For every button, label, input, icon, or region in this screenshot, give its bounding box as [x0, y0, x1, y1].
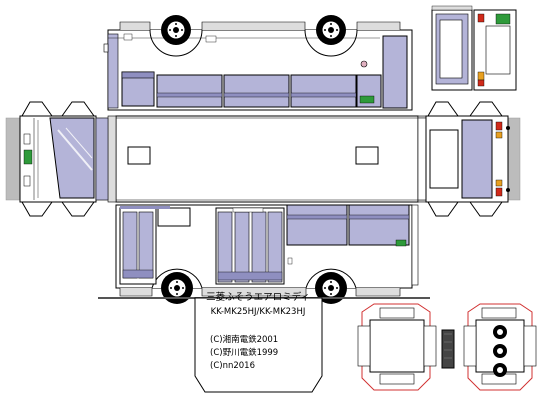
wheel-icon: [161, 15, 191, 45]
destination-sign-icon: [359, 95, 375, 104]
front-face: [5, 101, 109, 217]
tail-light-icon: [495, 121, 503, 131]
headlight: [23, 133, 31, 145]
side-window: [290, 74, 357, 108]
side-window: [382, 35, 408, 109]
destination-sign-icon: [23, 149, 33, 165]
label-panel: [194, 297, 323, 393]
fuel-cap: [360, 60, 368, 68]
tail-light-icon: [495, 131, 503, 139]
tail-light-icon: [477, 13, 485, 23]
roof-vent: [355, 146, 379, 165]
rear-window: [461, 119, 493, 199]
upper-side-panel: [103, 21, 413, 111]
grille-icon: [441, 329, 455, 369]
tail-light-icon: [495, 187, 503, 197]
wheel-icon: [493, 363, 507, 377]
rear-face: [417, 101, 521, 217]
wheel-icon: [161, 272, 193, 304]
mirror-mark: [103, 43, 109, 53]
rear-window: [411, 204, 419, 286]
rear-roof-panel: [473, 9, 517, 91]
destination-sign-icon: [395, 239, 407, 247]
tail-light-icon: [495, 179, 503, 187]
rear-window: [429, 129, 459, 189]
side-window: [286, 204, 348, 246]
wheel-icon: [316, 15, 346, 45]
underbody-rear-piece: [463, 303, 537, 391]
side-window: [157, 207, 191, 227]
model-code: KK-MK25HJ/KK-MK23HJ: [211, 307, 306, 317]
model-name: 三菱ふそうエアロミディ: [206, 291, 310, 303]
credit-line: (C)野川電鉄1999: [210, 347, 278, 358]
destination-sign-icon: [495, 13, 511, 25]
front-roof-panel: [431, 5, 473, 91]
tail-light-icon: [477, 71, 485, 81]
credit-line: (C)湘南電鉄2001: [210, 334, 278, 345]
tail-light-icon: [477, 79, 485, 87]
wheel-icon: [493, 325, 507, 339]
underbody-front-piece: [357, 303, 455, 391]
headlight: [23, 175, 31, 187]
side-window: [156, 74, 223, 108]
credit-line: (C)nn2016: [210, 361, 255, 371]
side-window: [348, 204, 410, 246]
roof-vent: [127, 146, 151, 165]
roof-panel: [107, 115, 427, 203]
lower-side-panel: [115, 204, 419, 297]
side-window: [223, 74, 290, 108]
wheel-icon: [493, 344, 507, 358]
